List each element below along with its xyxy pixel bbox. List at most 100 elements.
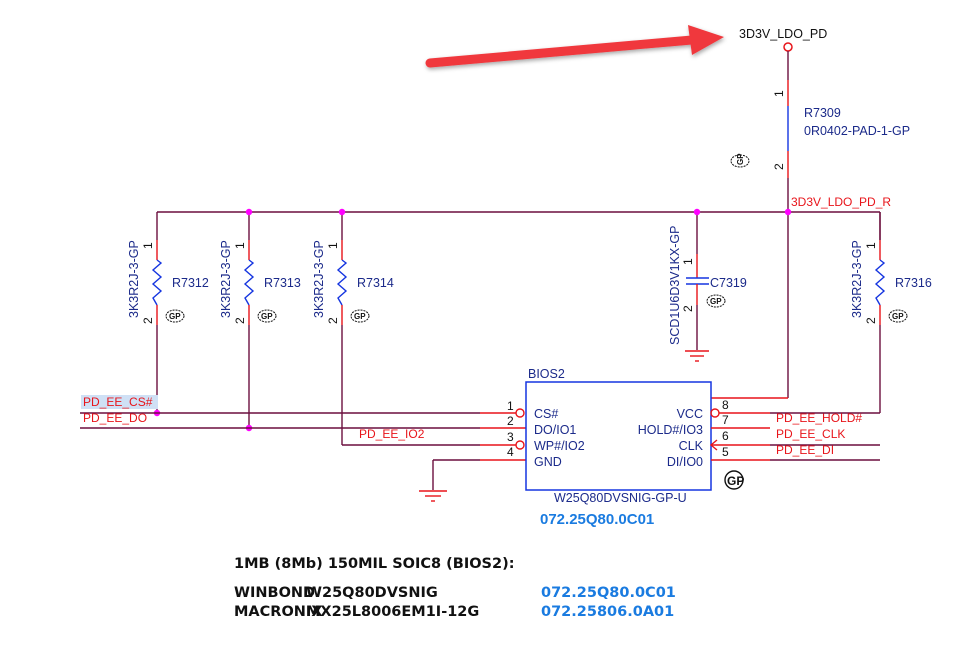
pin-name: CLK: [679, 439, 704, 453]
right-signal-wires: [770, 333, 881, 461]
r7309-pin1: 1: [772, 90, 786, 97]
gp-badge-icon: GP: [350, 309, 370, 323]
bom-row: MACRONIX MX25L8006EM1I-12G 072.25806.0A0…: [234, 603, 676, 622]
c7319-pin2: 2: [681, 305, 695, 312]
resistor-ref: R7314: [357, 276, 394, 290]
bom-vendor: MACRONIX: [234, 604, 323, 620]
ic-ref: BIOS2: [528, 367, 565, 381]
ground-symbol-icon: [419, 490, 447, 502]
pin-name: WP#/IO2: [534, 439, 585, 453]
pin-number: 1: [141, 242, 155, 249]
gp-badge-icon: GP: [165, 309, 185, 323]
gp-badge-icon: GP: [706, 294, 726, 308]
resistor-ref: R7316: [895, 276, 932, 290]
pin-name: GND: [534, 455, 562, 469]
resistor-value: 3K3R2J-3-GP: [850, 240, 864, 318]
pin-number: 2: [507, 414, 514, 428]
net-label-io2: PD_EE_IO2: [359, 427, 425, 441]
pin-number: 6: [722, 429, 729, 443]
resistor-r7309: 1 2 R7309 0R0402-PAD-1-GP GP: [730, 51, 910, 212]
net-label-di: PD_EE_DI: [776, 443, 834, 457]
junction-dot: [693, 208, 701, 216]
svg-text:GP: GP: [710, 297, 722, 306]
svg-text:GP: GP: [169, 312, 181, 321]
gp-badge-icon: GP: [257, 309, 277, 323]
svg-text:GP: GP: [727, 474, 744, 488]
pin-number: 5: [722, 445, 729, 459]
bom-part: MX25L8006EM1I-12G: [306, 604, 480, 620]
pin-number: 7: [722, 413, 729, 427]
resistor-ref: R7312: [172, 276, 209, 290]
inverted-pin-bubble: [710, 408, 720, 418]
gp-badge-icon: GP: [888, 309, 908, 323]
right-pin-stubs: [709, 408, 770, 461]
svg-text:GP: GP: [892, 312, 904, 321]
bom-vendor: WINBOND: [234, 585, 316, 601]
net-label-do: PD_EE_DO: [83, 411, 147, 425]
annotation-arrow: [425, 25, 724, 68]
resistor-value: 3K3R2J-3-GP: [127, 240, 141, 318]
pin-name: DO/IO1: [534, 423, 576, 437]
junction-dot: [338, 208, 346, 216]
pin-number: 2: [864, 317, 878, 324]
net-label-3d3v-ldo-pd-r: 3D3V_LDO_PD_R: [791, 195, 891, 209]
junction-dot: [245, 208, 253, 216]
svg-text:GP: GP: [736, 153, 745, 165]
bom-notes: 1MB (8Mb) 150MIL SOIC8 (BIOS2): WINBOND …: [234, 556, 676, 622]
capacitor-c7319: C7319 SCD1U6D3V1KX-GP 1 2 GP: [668, 212, 747, 362]
junction-dot: [784, 208, 792, 216]
pin-number: 1: [326, 242, 340, 249]
c7319-pin1: 1: [681, 258, 695, 265]
pin-number: 2: [233, 317, 247, 324]
pin-name: CS#: [534, 407, 558, 421]
selection-highlight: [81, 395, 158, 409]
inverted-pin-bubble: [515, 408, 525, 418]
pin-name: DI/IO0: [667, 455, 703, 469]
c7319-ref: C7319: [710, 276, 747, 290]
bom-pn: 072.25806.0A01: [541, 604, 675, 620]
ic-part: W25Q80DVSNIG-GP-U: [554, 491, 687, 505]
inverted-pin-bubble: [515, 440, 525, 450]
bom-row: WINBOND W25Q80DVSNIG 072.25Q80.0C01: [234, 584, 676, 603]
pin-number: 3: [507, 430, 514, 444]
gp-badge-icon: GP: [730, 153, 750, 168]
ic-bios2: BIOS2 W25Q80DVSNIG-GP-U 072.25Q80.0C01 1…: [507, 367, 744, 528]
bom-part: W25Q80DVSNIG: [306, 585, 438, 601]
r7309-pin2: 2: [772, 163, 786, 170]
svg-text:GP: GP: [261, 312, 273, 321]
pin-number: 2: [141, 317, 155, 324]
net-label-3d3v-ldo-pd: 3D3V_LDO_PD: [739, 27, 827, 41]
left-pin-stubs: [480, 408, 526, 461]
svg-text:GP: GP: [354, 312, 366, 321]
left-signal-wires: [80, 412, 480, 490]
pin-name: HOLD#/IO3: [638, 423, 703, 437]
pin-name: VCC: [677, 407, 703, 421]
pin-number: 4: [507, 445, 514, 459]
c7319-value: SCD1U6D3V1KX-GP: [668, 226, 682, 346]
net-label-cs: PD_EE_CS#: [83, 395, 153, 409]
gp-badge-icon: GP: [724, 470, 744, 490]
resistor-ref: R7313: [264, 276, 301, 290]
net-label-clk: PD_EE_CLK: [776, 427, 845, 441]
power-port-circle: [783, 42, 793, 52]
bom-pn: 072.25Q80.0C01: [541, 585, 676, 601]
resistor-value: 3K3R2J-3-GP: [312, 240, 326, 318]
net-label-hold: PD_EE_HOLD#: [776, 411, 862, 425]
rail-wires: [157, 211, 881, 399]
ground-symbol-icon: [685, 350, 709, 362]
pin-number: 1: [507, 399, 514, 413]
resistor-value: 3K3R2J-3-GP: [219, 240, 233, 318]
r7309-ref: R7309: [804, 106, 841, 120]
bom-title: 1MB (8Mb) 150MIL SOIC8 (BIOS2):: [234, 556, 515, 572]
pin-number: 8: [722, 398, 729, 412]
pin-number: 2: [326, 317, 340, 324]
r7309-value: 0R0402-PAD-1-GP: [804, 124, 910, 138]
pin-number: 1: [233, 242, 247, 249]
pin-number: 1: [864, 242, 878, 249]
ic-part-number: 072.25Q80.0C01: [540, 511, 654, 528]
